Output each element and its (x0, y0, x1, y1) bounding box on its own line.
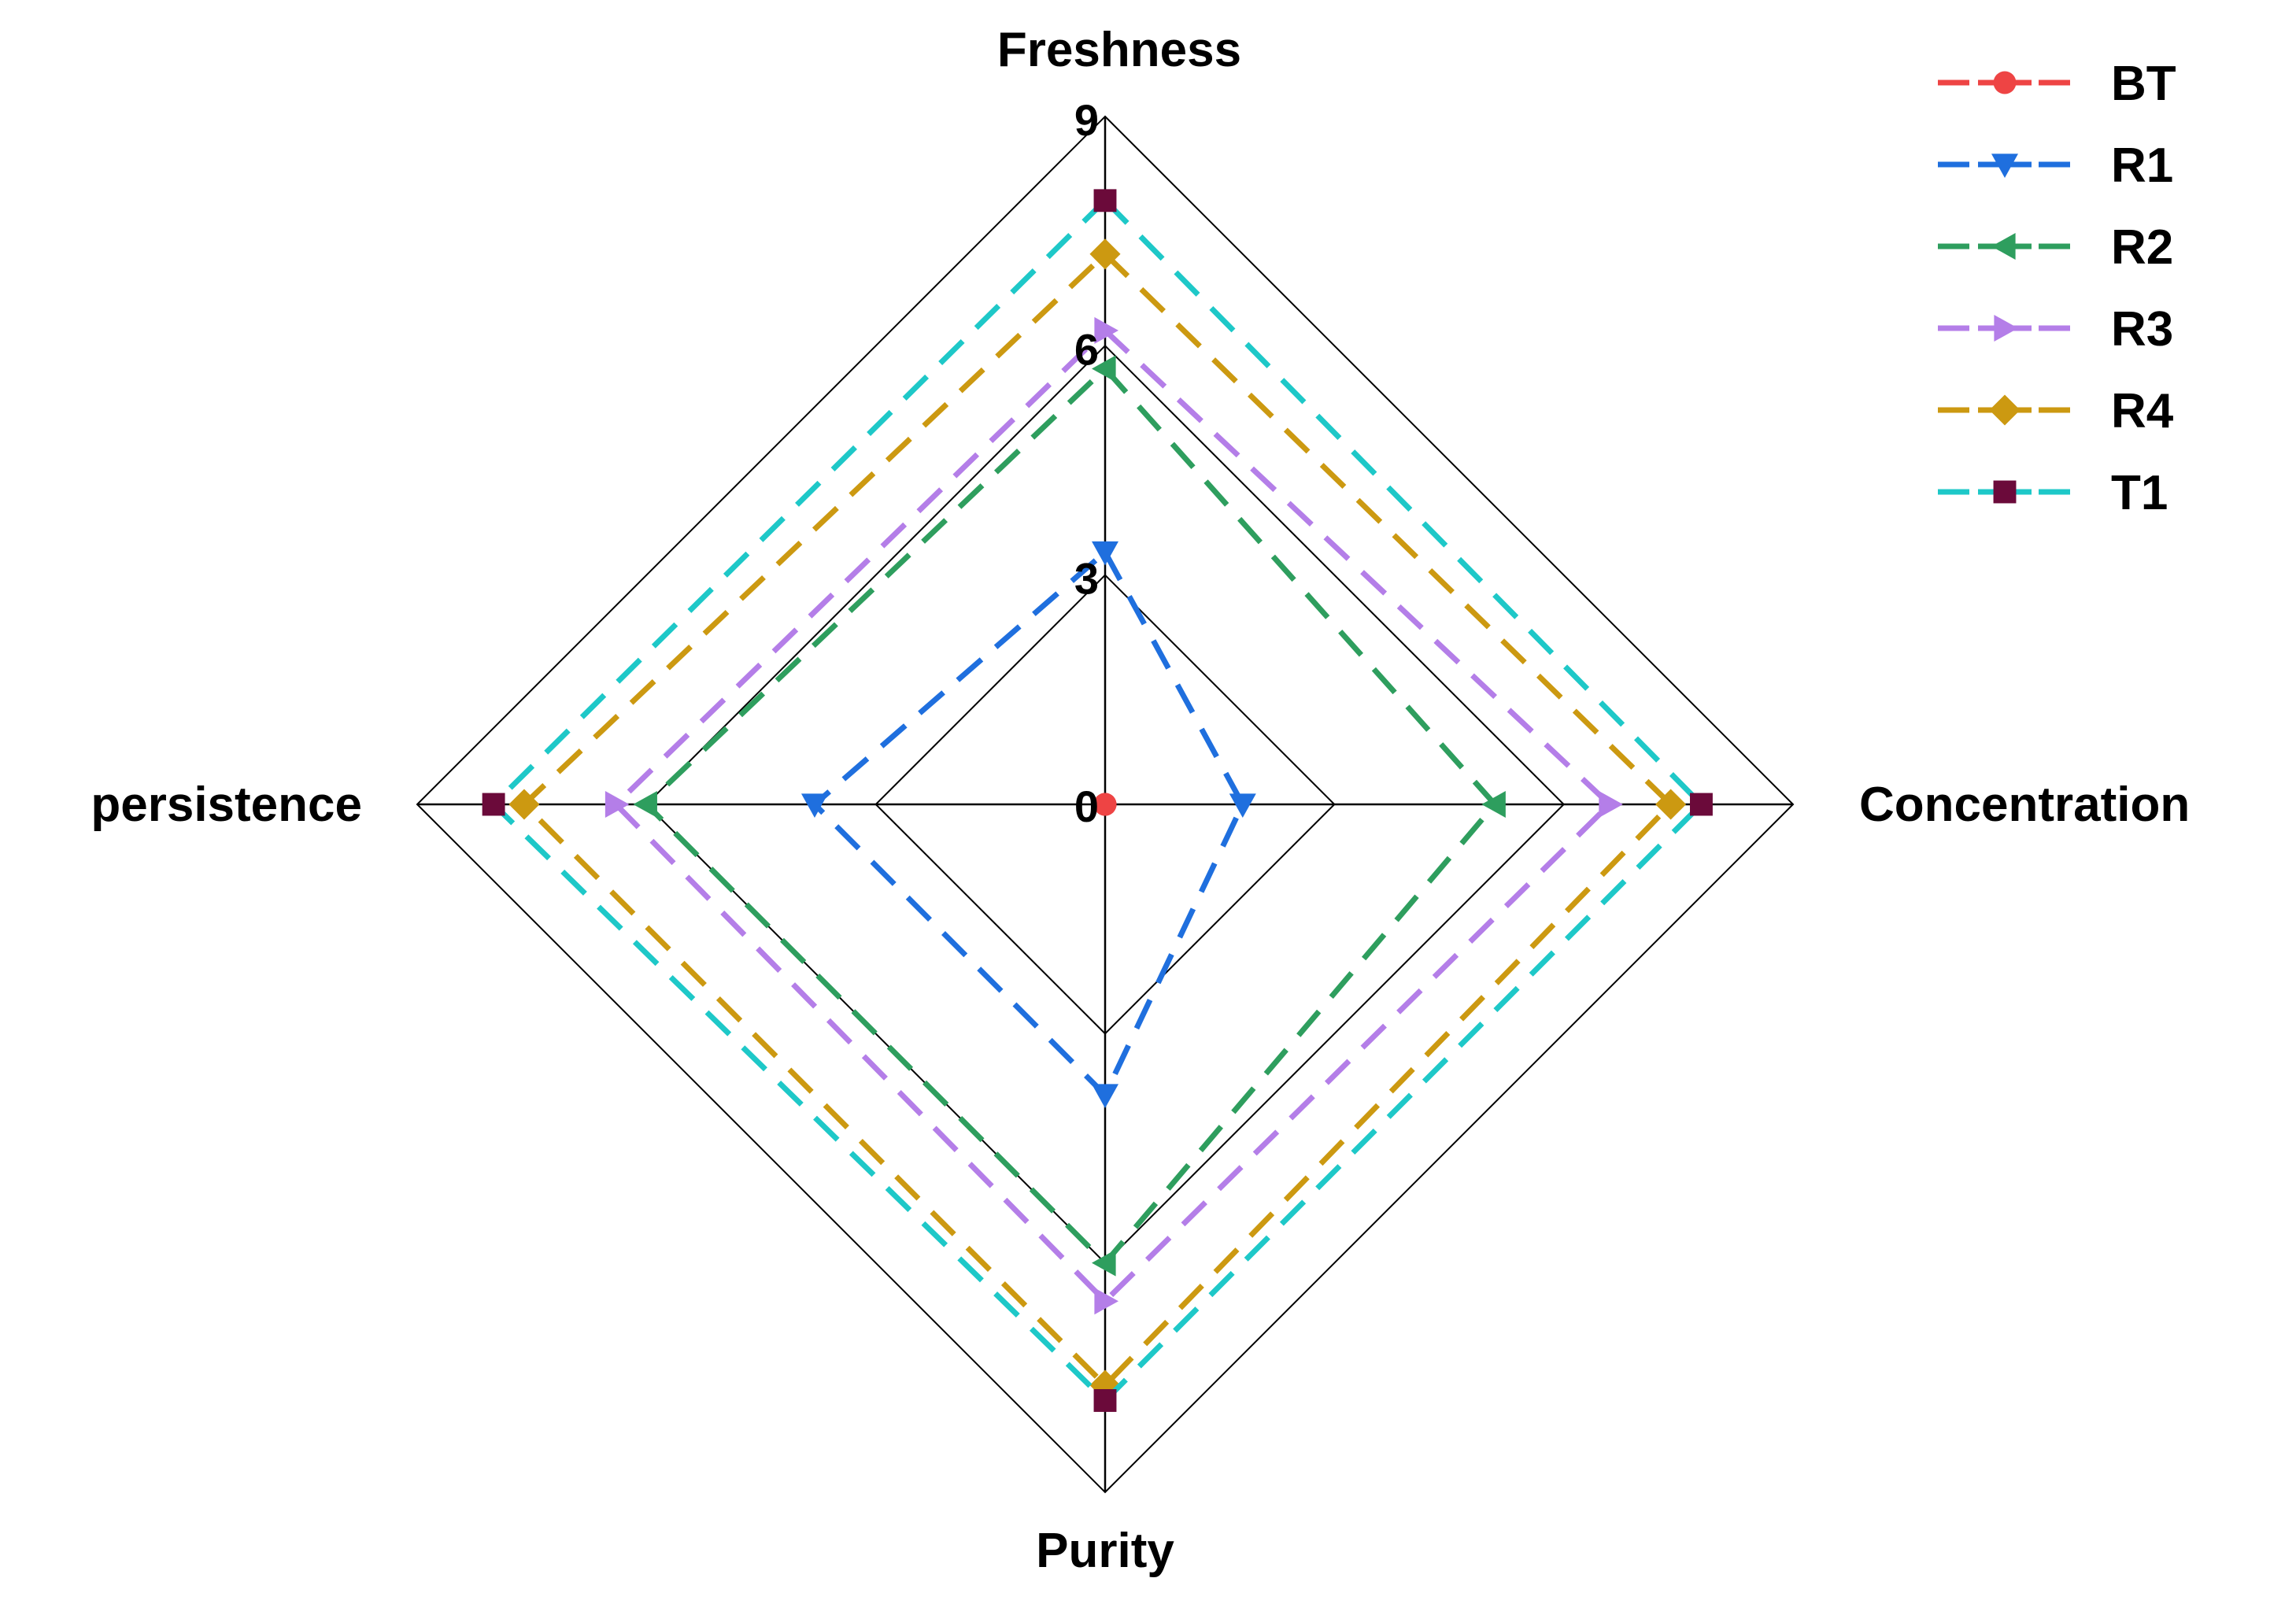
point-r1-persistence (800, 793, 828, 818)
radar-tick-labels: 0 3 6 9 (1074, 95, 1099, 831)
legend-label-r2: R2 (2111, 220, 2173, 275)
point-t1-purity (1093, 1389, 1117, 1412)
point-t1-concentration (1690, 793, 1713, 816)
radar-series (482, 189, 1713, 1412)
legend-item-r1: R1 (1938, 139, 2173, 193)
legend-item-bt: BT (1938, 57, 2176, 111)
point-r2-concentration (1481, 791, 1506, 818)
series-bt (1093, 793, 1117, 816)
legend-marker-r4 (1989, 394, 2021, 426)
legend-marker-r3 (1994, 315, 2018, 342)
legend-label-r3: R3 (2111, 302, 2173, 357)
point-r3-purity (1094, 1288, 1118, 1315)
series-t1 (482, 189, 1713, 1412)
series-line-r2 (643, 365, 1498, 1266)
point-r3-freshness (1094, 316, 1118, 344)
axis-label-persistence: persistence (91, 778, 362, 832)
tick-label-9: 9 (1074, 95, 1099, 145)
tick-label-3: 3 (1074, 554, 1099, 604)
legend-marker-r2 (1991, 233, 2016, 260)
legend-marker-t1 (1993, 480, 2017, 504)
point-r1-purity (1092, 1084, 1118, 1109)
point-bt-persistence (1093, 793, 1117, 816)
point-t1-freshness (1093, 189, 1117, 213)
radar-grid (416, 115, 1795, 1494)
axis-label-concentration: Concentration (1859, 778, 2190, 832)
series-line-r4 (521, 251, 1674, 1388)
legend-item-r3: R3 (1938, 302, 2173, 357)
series-line-r1 (812, 549, 1246, 1098)
point-r1-freshness (1092, 541, 1118, 566)
legend-item-r2: R2 (1938, 220, 2173, 275)
tick-label-6: 6 (1074, 324, 1099, 374)
point-r3-persistence (605, 791, 630, 818)
point-r2-freshness (1092, 355, 1116, 383)
legend-label-bt: BT (2111, 57, 2176, 111)
point-r4-persistence (508, 789, 540, 820)
point-r3-concentration (1599, 791, 1623, 818)
tick-label-0: 0 (1074, 782, 1099, 831)
legend-label-r4: R4 (2111, 384, 2174, 438)
legend-marker-r1 (1991, 153, 2018, 178)
series-line-r3 (612, 327, 1613, 1304)
legend-label-t1: T1 (2111, 466, 2168, 520)
series-r4 (508, 238, 1687, 1401)
legend-marker-bt (1993, 71, 2017, 94)
point-r2-purity (1092, 1249, 1116, 1277)
point-r2-persistence (633, 791, 657, 818)
legend-item-t1: T1 (1938, 466, 2168, 520)
series-r3 (605, 316, 1623, 1315)
legend-item-r4: R4 (1938, 384, 2174, 438)
axis-label-purity: Purity (1036, 1524, 1174, 1578)
point-r4-concentration (1655, 789, 1687, 820)
legend-label-r1: R1 (2111, 139, 2173, 193)
point-t1-persistence (482, 793, 505, 816)
series-r1 (800, 541, 1256, 1109)
point-r1-concentration (1229, 793, 1256, 818)
series-r2 (633, 355, 1506, 1277)
axis-label-freshness: Freshness (997, 23, 1241, 77)
point-r4-freshness (1089, 238, 1121, 270)
